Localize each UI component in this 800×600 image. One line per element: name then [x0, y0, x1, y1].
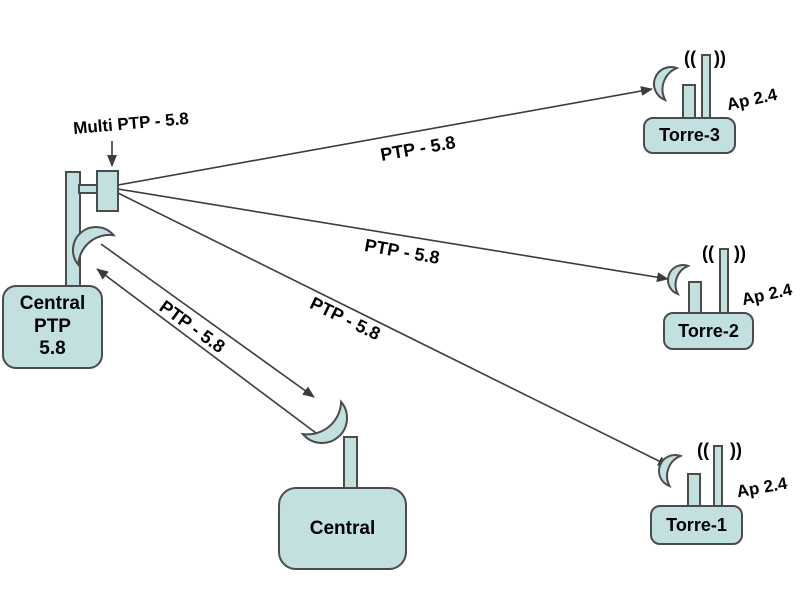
torre2-node: Torre-2 — [663, 312, 754, 350]
torre3-node-label: Torre-3 — [659, 125, 720, 145]
multi-ptp-device — [97, 171, 118, 211]
torre2-dish-icon — [664, 261, 688, 294]
link-line-hub-torre2 — [117, 188, 669, 283]
torre2-node-label: Torre-2 — [678, 320, 739, 341]
torre3-dish-icon — [649, 62, 677, 100]
central-ptp-label-line1: Central — [19, 293, 86, 315]
torre1-node: Torre-1 — [650, 505, 743, 545]
torre3-node: Torre-3 — [643, 117, 736, 154]
hub-mast — [66, 172, 80, 286]
central-dish-icon — [303, 402, 357, 453]
torre2-radio-waves-left-icon: (( — [702, 243, 714, 263]
link-line-hub-torre3 — [117, 86, 653, 186]
central-ptp-node: Central PTP 5.8 — [2, 285, 103, 369]
link-line-hub-torre1 — [117, 192, 670, 467]
torre1-radio-waves-right-icon: )) — [730, 440, 742, 460]
torre2-mast — [689, 282, 701, 314]
link-line-hub-to-central — [100, 243, 315, 398]
central-node-label: Central — [309, 517, 376, 539]
torre3-mast — [683, 85, 695, 119]
hub-crossbar — [79, 185, 98, 193]
torre3-radio-waves-right-icon: )) — [714, 48, 726, 68]
torre3-antenna — [702, 55, 710, 119]
torre1-antenna — [714, 446, 722, 508]
central-ptp-label-line3: 5.8 — [39, 338, 66, 360]
torre3-radio-waves-left-icon: (( — [684, 48, 696, 68]
torre2-radio-waves-right-icon: )) — [734, 243, 746, 263]
hub-dish-icon — [64, 218, 114, 265]
central-mast — [344, 437, 357, 489]
central-node: Central — [278, 487, 407, 570]
link-line-central-to-hub — [96, 268, 317, 434]
central-ptp-label-line2: PTP — [34, 315, 71, 337]
torre1-node-label: Torre-1 — [666, 514, 727, 535]
torre2-antenna — [720, 249, 728, 314]
torre1-radio-waves-left-icon: (( — [697, 440, 709, 460]
torre1-dish-icon — [654, 450, 680, 486]
torre1-mast — [688, 474, 700, 507]
